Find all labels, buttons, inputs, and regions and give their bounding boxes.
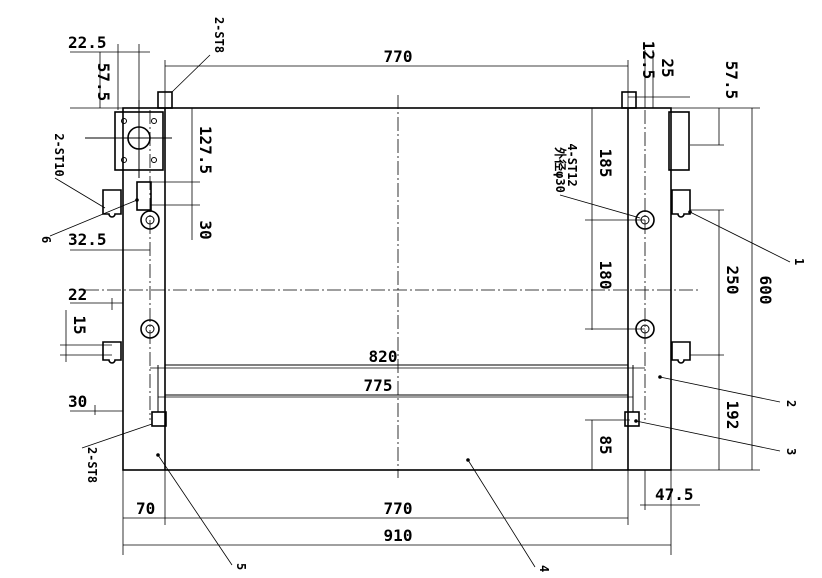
callout-labels: 2-ST8 2-ST10 4-ST12 外径φ30 2-ST8 [52,17,579,483]
brackets [102,91,691,427]
callout-st12-line1: 4-ST12 [565,143,579,186]
part-3: 3 [784,448,798,455]
callout-st8-top: 2-ST8 [212,17,226,53]
dim-22-5: 22.5 [68,33,107,52]
dim-12-5: 12.5 [639,41,658,80]
center-lines [85,95,700,478]
callout-st8-bottom: 2-ST8 [85,447,99,483]
part-1: 1 [792,258,806,265]
dim-47-5: 47.5 [655,485,694,504]
dim-820: 820 [369,347,398,366]
main-frame [122,107,672,471]
dim-85: 85 [596,435,615,454]
dim-250: 250 [723,266,742,295]
dim-25: 25 [658,58,677,77]
dim-30-mid: 30 [196,220,215,239]
dim-57-5-right: 57.5 [722,61,741,100]
dim-30-left: 30 [68,392,87,411]
dim-180: 180 [596,261,615,290]
dim-32-5: 32.5 [68,230,107,249]
dim-15: 15 [70,315,89,334]
dim-775: 775 [364,376,393,395]
flange-plate [85,91,173,178]
callout-st10: 2-ST10 [52,133,66,176]
dim-770-top: 770 [384,47,413,66]
dim-22: 22 [68,285,87,304]
dim-192: 192 [723,401,742,430]
part-numbers: 1 2 3 4 5 6 [39,236,806,572]
dim-70: 70 [136,499,155,518]
leader-lines [49,54,791,568]
part-5: 5 [234,563,248,570]
part-4: 4 [537,565,551,572]
dimension-labels: 22.5 57.5 770 12.5 25 57.5 127.5 30 32.5… [68,33,775,545]
dim-57-5-left: 57.5 [94,63,113,102]
callout-st12-line2: 外径φ30 [553,147,568,193]
dimension-lines [60,44,760,555]
part-2: 2 [784,400,798,407]
mount-holes [140,210,655,339]
dim-127-5: 127.5 [196,126,215,174]
dim-185: 185 [596,149,615,178]
dim-770-bottom: 770 [384,499,413,518]
dim-600: 600 [756,276,775,305]
dim-910: 910 [384,526,413,545]
part-6: 6 [39,236,53,243]
